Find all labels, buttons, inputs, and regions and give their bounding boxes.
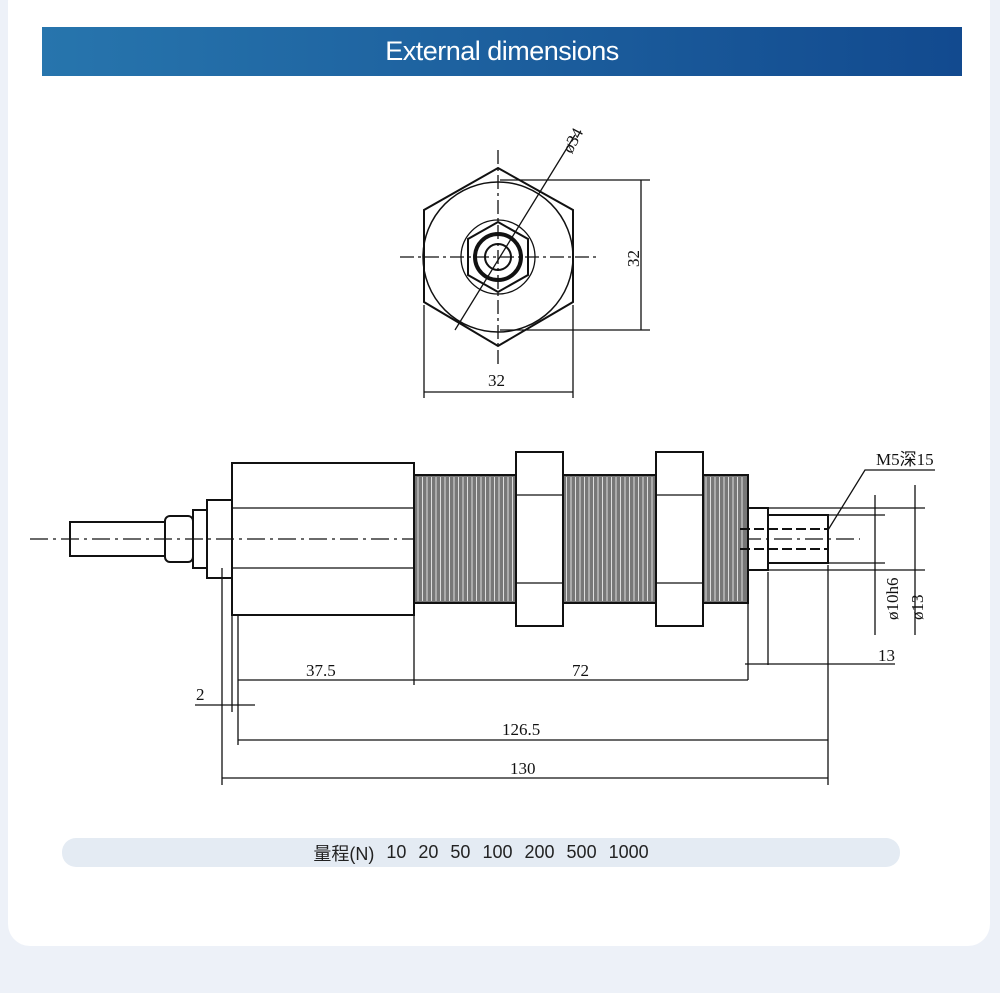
range-value: 200 [524,842,555,862]
dim-thread-length: 72 [572,661,589,680]
range-value: 10 [386,842,407,862]
thread-note: M5深15 [876,450,934,469]
dim-body-length: 37.5 [306,661,336,680]
measuring-range-bar: 量程(N) 10 20 50 100 200 500 1000 [62,838,900,867]
range-value: 500 [566,842,597,862]
content-card [8,0,990,946]
dim-width-32: 32 [488,371,505,390]
dim-diameter-34: ø34 [558,124,587,156]
dim-flange: 2 [196,685,205,704]
dim-height-32: 32 [624,250,643,267]
section-title: External dimensions [42,27,962,76]
dim-length-total: 130 [510,759,536,778]
dim-shaft-length: 13 [878,646,895,665]
dim-collar-diameter: ø13 [908,595,927,621]
range-value: 1000 [608,842,649,862]
dim-length-inner: 126.5 [502,720,540,739]
side-view [30,451,935,785]
range-value: 100 [482,842,513,862]
range-label: 量程(N) [313,843,375,864]
range-value: 50 [450,842,471,862]
range-value: 20 [418,842,439,862]
dim-shaft-diameter: ø10h6 [883,578,902,621]
top-view [400,134,650,398]
